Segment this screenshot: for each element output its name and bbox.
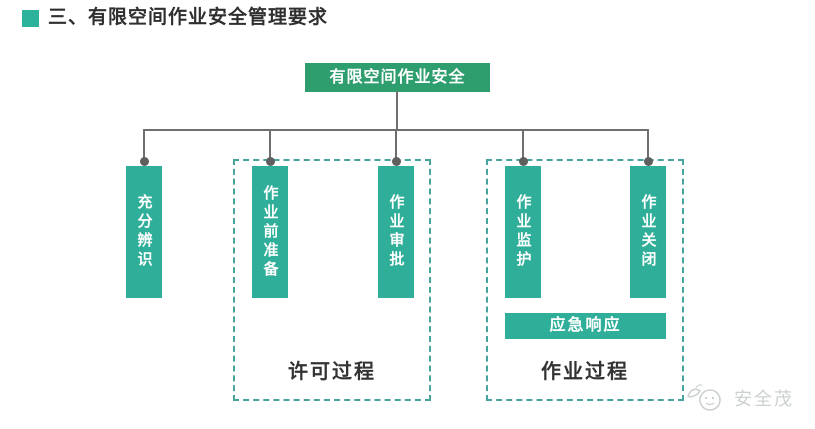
connector-drop [269, 131, 271, 162]
group-label-permit-process: 许可过程 [288, 361, 376, 383]
group-permit-process [233, 159, 431, 401]
connector-dot-icon [266, 157, 275, 166]
node-identify: 充分辨识 [126, 166, 162, 298]
node-work-approval: 作业审批 [378, 166, 414, 298]
node-work-closure: 作业关闭 [630, 166, 666, 298]
connector-dot-icon [140, 157, 149, 166]
node-work-supervision: 作业监护 [505, 166, 541, 298]
connector-drop [647, 131, 649, 162]
connector-dot-icon [392, 157, 401, 166]
connector-crossbar [143, 129, 649, 131]
brand-bird-doodle-icon [686, 384, 721, 411]
page-title: 三、有限空间作业安全管理要求 [48, 7, 329, 28]
title-bullet-icon [22, 10, 39, 27]
connector-drop [522, 131, 524, 162]
node-emergency-response: 应急响应 [505, 313, 666, 339]
connector-dot-icon [519, 157, 528, 166]
group-label-work-process: 作业过程 [541, 361, 629, 383]
connector-dot-icon [644, 157, 653, 166]
watermark: 安全茂 [684, 382, 794, 414]
group-work-process [486, 159, 684, 401]
node-pre-work-preparation: 作业前准备 [252, 166, 288, 298]
watermark-text: 安全茂 [734, 389, 794, 409]
root-node: 有限空间作业安全 [305, 63, 490, 92]
connector-drop [143, 131, 145, 162]
connector-stem [396, 91, 398, 131]
connector-drop [395, 131, 397, 162]
